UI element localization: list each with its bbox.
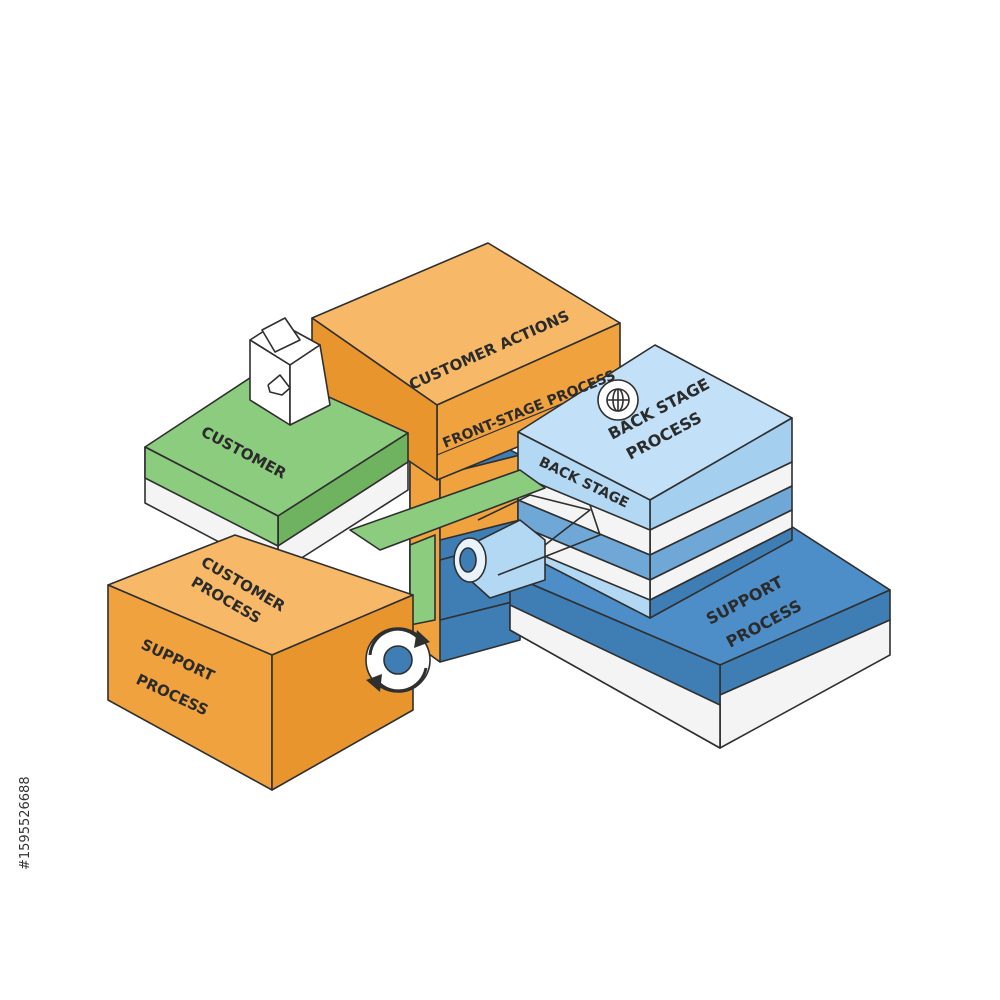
globe-icon: [597, 379, 639, 421]
refresh-icon: [365, 627, 431, 693]
stock-id-watermark: #1595526688: [18, 776, 33, 870]
pipe-connector-icon: [453, 494, 601, 599]
back-stage-block: [517, 344, 793, 619]
customer-actions-block: [311, 242, 621, 481]
box-icon: [249, 317, 331, 426]
